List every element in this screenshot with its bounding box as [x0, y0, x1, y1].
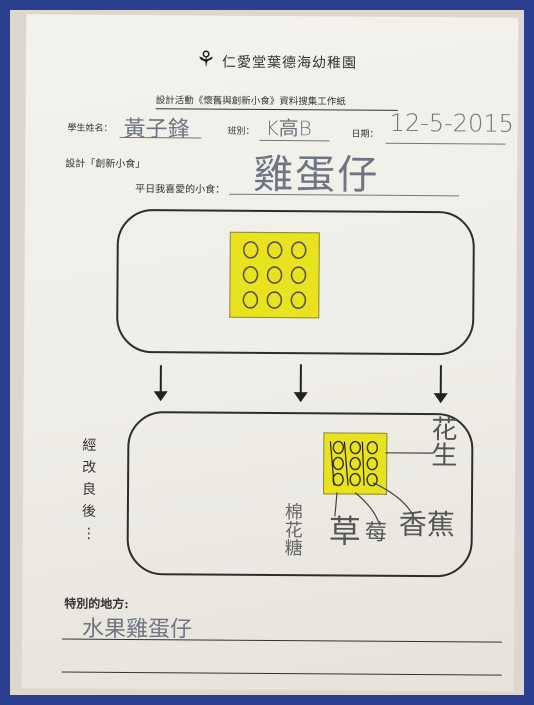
egg-waffle-drawing — [229, 231, 320, 319]
worksheet-title: 設計活動《懷舊與創新小食》資料搜集工作紙 — [155, 95, 346, 108]
seal-logo: ⚘ — [195, 47, 216, 73]
favorite-snack-label: 平日我喜愛的小食： — [135, 184, 226, 196]
special-label: 特別的地方: — [64, 596, 129, 612]
worksheet-paper: ⚘ 仁愛堂葉德海幼稚園 設計活動《懷舊與創新小食》資料搜集工作紙 學生姓名： 黃… — [21, 14, 519, 692]
arrow-down-icon — [299, 364, 302, 395]
arrow-down-icon — [439, 365, 442, 396]
photo-frame: ⚘ 仁愛堂葉德海幼稚園 設計活動《懷舊與創新小食》資料搜集工作紙 學生姓名： 黃… — [10, 10, 524, 695]
favorite-snack-value: 雞蛋仔 — [253, 151, 380, 199]
peanut-label: 花生 — [431, 415, 458, 472]
banana-label: 香蕉 — [398, 507, 455, 542]
student-name-value: 黃子鋒 — [123, 116, 190, 143]
marshmallow-label: 棉花糖 — [284, 502, 303, 560]
design-label: 設計「創新小食」 — [65, 158, 146, 171]
class-label: 班別： — [227, 126, 255, 137]
date-label: 日期： — [351, 129, 379, 140]
label-lines — [334, 452, 434, 523]
fruit-egg-waffle-drawing — [323, 432, 388, 495]
class-value: K高B — [265, 115, 312, 141]
grass2-label: 莓 — [364, 520, 387, 546]
grass-label: 草 — [328, 512, 361, 551]
date-value: 12-5-2015 — [389, 108, 514, 138]
school-name: 仁愛堂葉德海幼稚園 — [221, 54, 358, 72]
improved-side-label: 經 改 良 後 ⋮ — [81, 437, 97, 542]
student-name-label: 學生姓名： — [67, 123, 113, 134]
arrow-down-icon — [159, 365, 162, 394]
